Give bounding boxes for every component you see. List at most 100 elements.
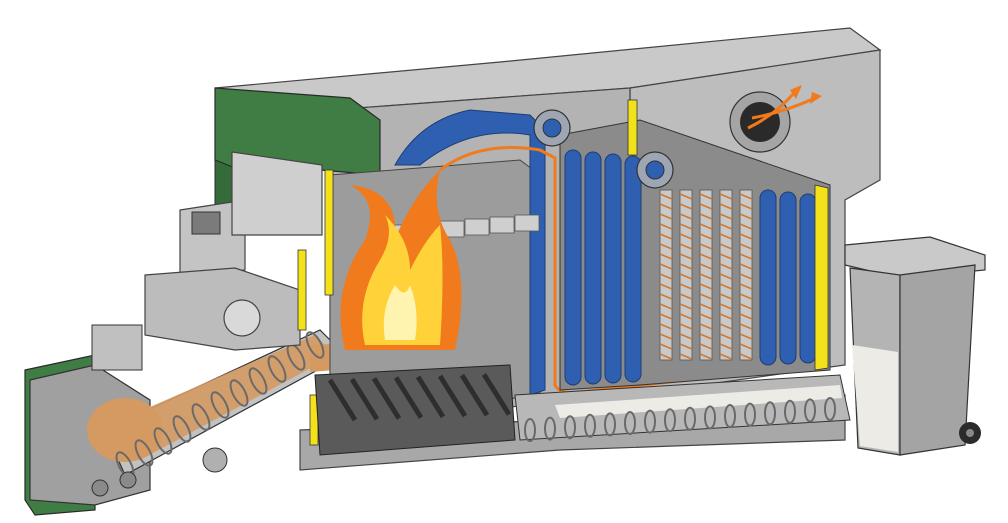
flange-right-bore — [645, 160, 665, 180]
hopper-wheel-2 — [119, 471, 137, 489]
turbulator — [719, 343, 733, 350]
turbulator — [659, 323, 673, 330]
turbulator — [699, 213, 713, 220]
turbulator — [699, 193, 713, 200]
auger-flight — [248, 367, 268, 395]
water-tube — [759, 189, 777, 366]
turbulator — [719, 293, 733, 300]
auger-flight — [229, 379, 249, 407]
turbulator — [699, 223, 713, 230]
turbulator — [659, 193, 673, 200]
turbulator — [739, 193, 753, 200]
water-tube — [799, 193, 817, 364]
ash-auger-flight — [684, 406, 696, 431]
turbulator — [739, 253, 753, 260]
turbulator — [659, 303, 673, 310]
turbulator — [699, 293, 713, 300]
turbulator — [739, 213, 753, 220]
turbulator — [699, 353, 713, 360]
turbulator — [719, 353, 733, 360]
turbulator — [659, 333, 673, 340]
turbulator — [679, 213, 693, 220]
auger-flight — [191, 403, 211, 431]
auger-flight — [172, 415, 192, 443]
auger-flights — [115, 331, 325, 479]
turbulator — [739, 243, 753, 250]
ash-auger-flight — [804, 398, 816, 423]
grate-bar — [481, 373, 512, 416]
ash-auger-flight — [664, 408, 676, 433]
feeder-motor — [202, 447, 228, 473]
turbulator — [659, 223, 673, 230]
grate-bar — [459, 373, 490, 417]
turbulator — [739, 273, 753, 280]
turbulator — [699, 283, 713, 290]
seal-strip-1 — [324, 169, 334, 296]
turbulator — [719, 223, 733, 230]
flame-core — [383, 285, 417, 340]
turbulator — [719, 333, 733, 340]
turbulator — [719, 283, 733, 290]
ash-auger-flight — [784, 399, 796, 424]
flanges — [533, 109, 674, 189]
turbulator — [659, 263, 673, 270]
ash-auger-flight — [764, 401, 776, 426]
refractory-brick — [464, 218, 490, 236]
ash-auger — [524, 397, 836, 442]
turbulator — [739, 223, 753, 230]
water-tube — [584, 151, 602, 385]
ash-removal-system — [514, 374, 851, 442]
flue-arrow-2 — [751, 96, 816, 120]
ash-auger-flight — [524, 418, 536, 442]
auger-flight — [210, 391, 230, 419]
turbulator — [659, 353, 673, 360]
turbulator — [719, 303, 733, 310]
grate-bar — [349, 377, 380, 421]
turbulator — [719, 203, 733, 210]
turbulator — [699, 313, 713, 320]
turbulator — [739, 263, 753, 270]
ash-layer — [555, 385, 842, 418]
water-tube — [564, 149, 582, 386]
turbulator — [659, 243, 673, 250]
fire-tubes — [659, 189, 753, 361]
turbulator — [719, 243, 733, 250]
turbulator — [679, 303, 693, 310]
turbulator — [739, 233, 753, 240]
turbulator — [719, 263, 733, 270]
refractory-brick — [489, 216, 515, 234]
auger-flight — [153, 427, 173, 455]
turbulator — [679, 323, 693, 330]
water-tube — [604, 153, 622, 384]
ash-auger-flight — [564, 415, 576, 440]
turbulator — [659, 253, 673, 260]
grate-bar — [371, 377, 402, 420]
turbulator — [719, 213, 733, 220]
flue-gas-outlet — [729, 85, 822, 153]
refractory-brick — [514, 214, 540, 232]
seal-strip-5 — [814, 184, 829, 371]
turbulator — [719, 253, 733, 260]
turbulator — [679, 243, 693, 250]
turbulator — [679, 283, 693, 290]
blue-tubes — [564, 149, 817, 386]
turbulator — [659, 293, 673, 300]
turbulator — [739, 203, 753, 210]
ash-auger-flight — [644, 409, 656, 434]
control-display — [191, 211, 221, 235]
feeder-top-box — [91, 324, 143, 371]
ash-bin — [844, 236, 986, 456]
ash-auger-flight — [624, 411, 636, 435]
turbulator — [739, 283, 753, 290]
water-tube — [779, 191, 797, 365]
turbulator — [739, 303, 753, 310]
turbulator — [679, 233, 693, 240]
water-tube — [624, 155, 642, 383]
turbulator — [719, 193, 733, 200]
turbulator — [659, 343, 673, 350]
turbulator — [719, 273, 733, 280]
turbulator — [659, 233, 673, 240]
turbulator — [679, 193, 693, 200]
